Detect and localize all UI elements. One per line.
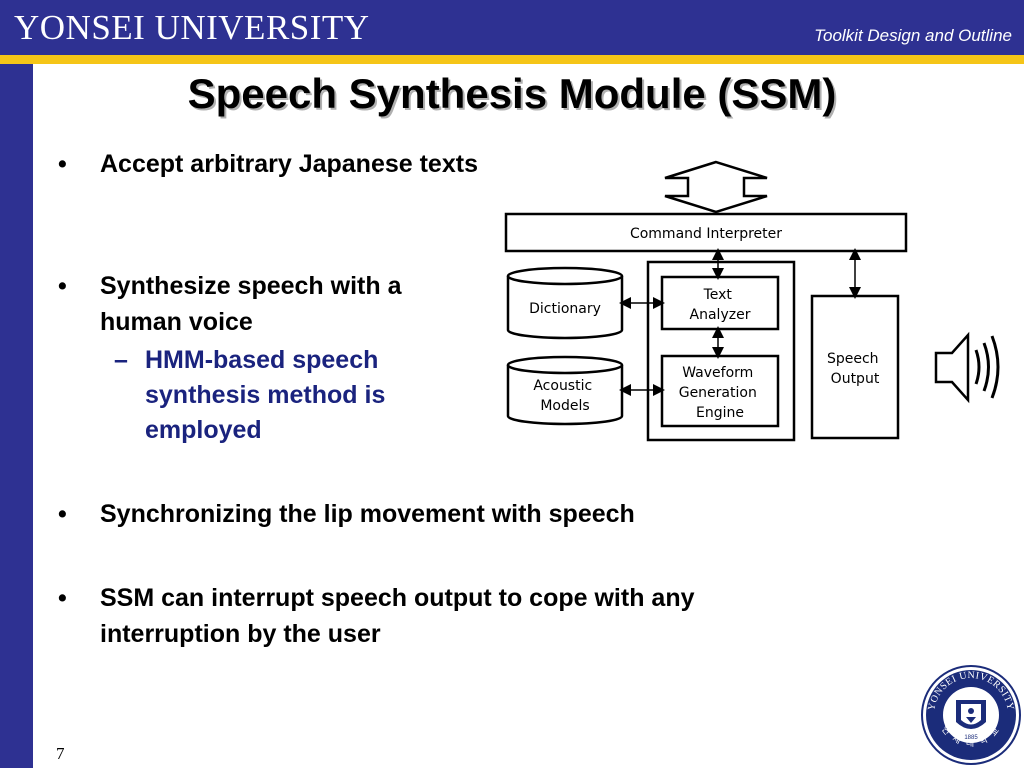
bullet-marker: • xyxy=(58,272,67,300)
bullet-text: Accept arbitrary Japanese texts xyxy=(100,150,478,178)
svg-text:1885: 1885 xyxy=(964,735,978,741)
sub-bullet-text: HMM-based speech synthesis method is emp… xyxy=(145,346,386,444)
page-number: 7 xyxy=(56,744,65,763)
dictionary-label: Dictionary xyxy=(529,301,601,317)
bullet-marker: • xyxy=(58,584,67,612)
left-sidebar xyxy=(0,64,33,768)
speech-output-box xyxy=(810,294,900,440)
yonsei-seal-logo: YONSEI UNIVERSITY 연 세 대 학 교 1885 xyxy=(921,665,1021,765)
acoustic-models-label: Acoustic Models xyxy=(533,378,596,414)
dictionary-cylinder: Dictionary xyxy=(506,266,624,340)
bullet-marker: • xyxy=(58,500,67,528)
bullet-text: Synchronizing the lip movement with spee… xyxy=(100,500,635,528)
slide-title: Speech Synthesis Module (SSM) xyxy=(187,70,837,117)
header-gold-rule xyxy=(0,55,1024,64)
io-double-arrow-icon xyxy=(664,160,768,214)
bullet-text: SSM can interrupt speech output to cope … xyxy=(100,584,695,648)
command-interpreter-label: Command Interpreter xyxy=(630,226,782,242)
connector-arrows xyxy=(619,248,861,396)
bullet-marker: • xyxy=(58,150,67,178)
text-analyzer-label: Text Analyzer xyxy=(690,287,751,323)
command-interpreter-box xyxy=(504,212,908,253)
header-bar xyxy=(0,0,1024,55)
bullet-text: Synthesize speech with a human voice xyxy=(100,272,402,336)
text-analyzer-box xyxy=(660,275,780,331)
acoustic-models-cylinder: Acoustic Models xyxy=(506,355,624,426)
waveform-engine-box xyxy=(660,354,780,428)
sub-bullet-marker: – xyxy=(114,346,128,374)
waveform-engine-label: Waveform Generation Engine xyxy=(679,365,762,421)
speaker-icon xyxy=(934,331,1000,404)
section-title: Toolkit Design and Outline xyxy=(814,26,1012,45)
university-name: YONSEI UNIVERSITY xyxy=(14,8,370,47)
ssm-architecture-diagram: Command Interpreter Dictionary Acoustic … xyxy=(504,160,1000,442)
speech-output-label: Speech Output xyxy=(827,351,883,387)
